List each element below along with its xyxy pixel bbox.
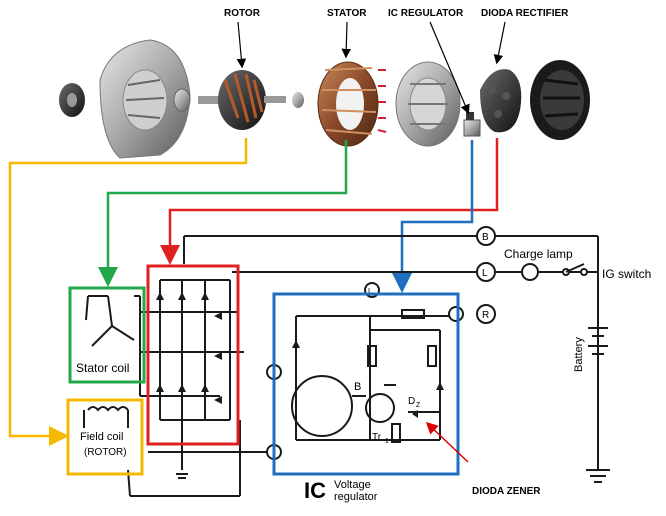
label-dioda-rectifier: DIODA RECTIFIER xyxy=(481,8,569,19)
front-housing-part xyxy=(99,39,191,159)
green-lead xyxy=(98,140,348,287)
charge-lamp-label: Charge lamp xyxy=(504,247,573,261)
label-dioda-zener: DIODA ZENER xyxy=(472,486,541,497)
stator-part xyxy=(317,61,387,147)
transistor-b-label: B xyxy=(354,381,361,393)
field-coil-label: Field coil xyxy=(80,431,123,443)
terminal-p xyxy=(448,306,464,322)
field-coil-box xyxy=(66,398,144,476)
terminal-letters: B L R L xyxy=(368,232,489,321)
terminal-l xyxy=(476,262,496,282)
svg-text:D: D xyxy=(408,396,415,407)
red-lead xyxy=(160,138,499,265)
ic-regulator-part xyxy=(463,112,481,137)
rotor-part xyxy=(198,70,304,130)
label-rotor: ROTOR xyxy=(224,8,261,19)
exploded-view xyxy=(59,39,590,159)
svg-text:1: 1 xyxy=(385,438,389,445)
label-stator: STATOR xyxy=(327,8,367,19)
terminal-r xyxy=(476,304,496,324)
battery-label: Battery xyxy=(573,337,585,372)
rear-cover-part xyxy=(530,60,590,140)
charge-lamp xyxy=(521,263,539,281)
svg-text:L: L xyxy=(482,268,488,279)
ig-switch-label: IG switch xyxy=(602,267,651,281)
blue-lead xyxy=(392,140,474,293)
tr1-label: Tr 1 xyxy=(372,432,389,445)
label-ic-regulator: IC REGULATOR xyxy=(388,8,464,19)
svg-text:Tr: Tr xyxy=(372,432,382,443)
rectifier-box xyxy=(146,264,240,446)
dioda-zener-callout: DIODA ZENER xyxy=(425,421,541,497)
svg-text:L: L xyxy=(368,287,373,296)
svg-text:Z: Z xyxy=(416,402,421,409)
ic-voltage-label: Voltage xyxy=(334,479,371,491)
stator-coil-box xyxy=(68,286,146,384)
diode-rectifier-part xyxy=(480,69,522,133)
yellow-lead xyxy=(8,138,248,446)
rectifier-diodes xyxy=(156,292,444,418)
dz-label: D Z xyxy=(408,396,421,409)
ig-switch-symbol xyxy=(562,263,588,276)
part-labels: ROTOR STATOR IC REGULATOR DIODA RECTIFIE… xyxy=(224,8,569,115)
circuit-labels: Stator coil Field coil (ROTOR) Charge la… xyxy=(76,247,651,503)
highlight-boxes xyxy=(66,264,460,476)
svg-text:B: B xyxy=(482,232,489,243)
ic-regulator-box xyxy=(272,292,460,476)
ic-regulator-word-label: regulator xyxy=(334,491,378,503)
field-coil-rotor-label: (ROTOR) xyxy=(84,447,127,458)
ic-big-label: IC xyxy=(304,478,326,503)
stator-coil-label: Stator coil xyxy=(76,361,129,375)
terminal-b xyxy=(476,226,496,246)
connector-leads xyxy=(8,138,499,446)
rear-housing-part xyxy=(395,61,461,147)
bearing-part xyxy=(173,88,191,112)
svg-text:R: R xyxy=(482,310,489,321)
pulley-part xyxy=(59,83,85,117)
